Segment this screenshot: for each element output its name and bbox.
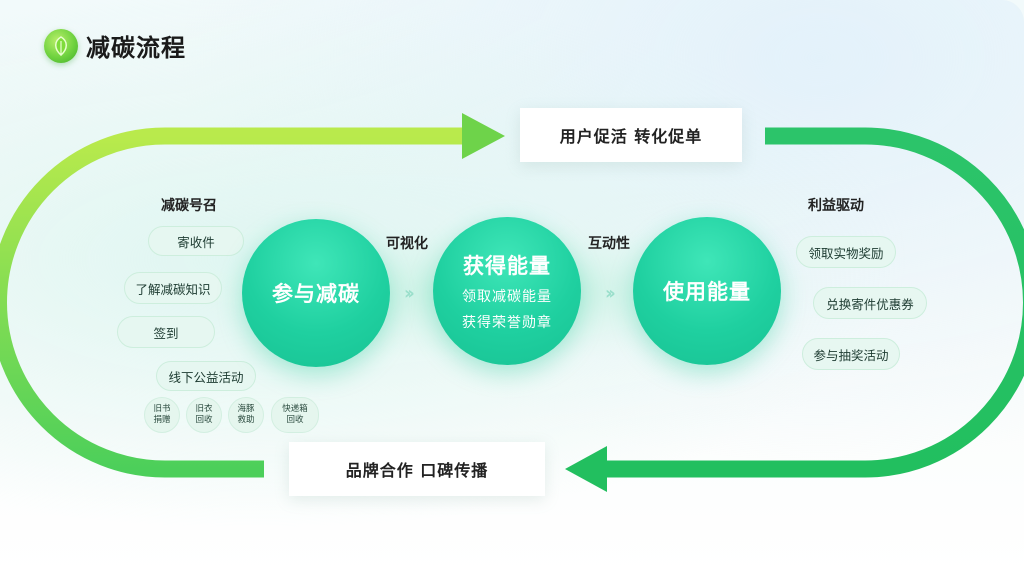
stage-use-energy-title: 使用能量 xyxy=(663,280,751,304)
loop-right-arc xyxy=(600,127,1024,478)
stage-gain-energy-line-2: 获得荣誉勋章 xyxy=(462,315,552,331)
connector-label-interactive: 互动性 xyxy=(588,236,630,252)
left-item-learn-knowledge: 了解减碳知识 xyxy=(124,272,222,304)
loop-left-arc xyxy=(0,127,470,478)
left-heading: 减碳号召 xyxy=(161,198,217,214)
stage-use-energy: 使用能量 xyxy=(633,217,781,365)
page-title: 减碳流程 xyxy=(86,34,186,62)
left-item-checkin: 签到 xyxy=(117,316,215,348)
sub-item-clothes-recycle: 旧衣回收 xyxy=(186,397,222,433)
chevron-right-icon: ›› xyxy=(605,283,616,304)
top-loop-label: 用户促活 转化促单 xyxy=(520,108,742,162)
left-item-offline-charity: 线下公益活动 xyxy=(156,361,256,391)
right-item-coupon: 兑换寄件优惠券 xyxy=(813,287,927,319)
left-item-send-receive: 寄收件 xyxy=(148,226,244,256)
right-item-lottery: 参与抽奖活动 xyxy=(802,338,900,370)
stage-gain-energy: 获得能量 领取减碳能量 获得荣誉勋章 xyxy=(433,217,581,365)
stage-participate-title: 参与减碳 xyxy=(272,282,360,306)
stage-gain-energy-line-1: 领取减碳能量 xyxy=(462,289,552,305)
top-arrow-head xyxy=(462,113,505,159)
sub-item-box-recycle: 快递箱回收 xyxy=(271,397,319,433)
leaf-logo-icon xyxy=(44,29,78,63)
right-item-physical-reward: 领取实物奖励 xyxy=(796,236,896,268)
sub-item-dolphin-rescue: 海豚救助 xyxy=(228,397,264,433)
stage-participate: 参与减碳 xyxy=(242,219,390,367)
stage-gain-energy-title: 获得能量 xyxy=(463,254,551,278)
right-heading: 利益驱动 xyxy=(808,198,864,214)
bottom-arrow-head xyxy=(565,446,607,492)
bottom-loop-label: 品牌合作 口碑传播 xyxy=(289,442,545,496)
chevron-right-icon: ›› xyxy=(404,283,415,304)
sub-item-book-donation: 旧书捐赠 xyxy=(144,397,180,433)
connector-label-visual: 可视化 xyxy=(386,236,428,252)
